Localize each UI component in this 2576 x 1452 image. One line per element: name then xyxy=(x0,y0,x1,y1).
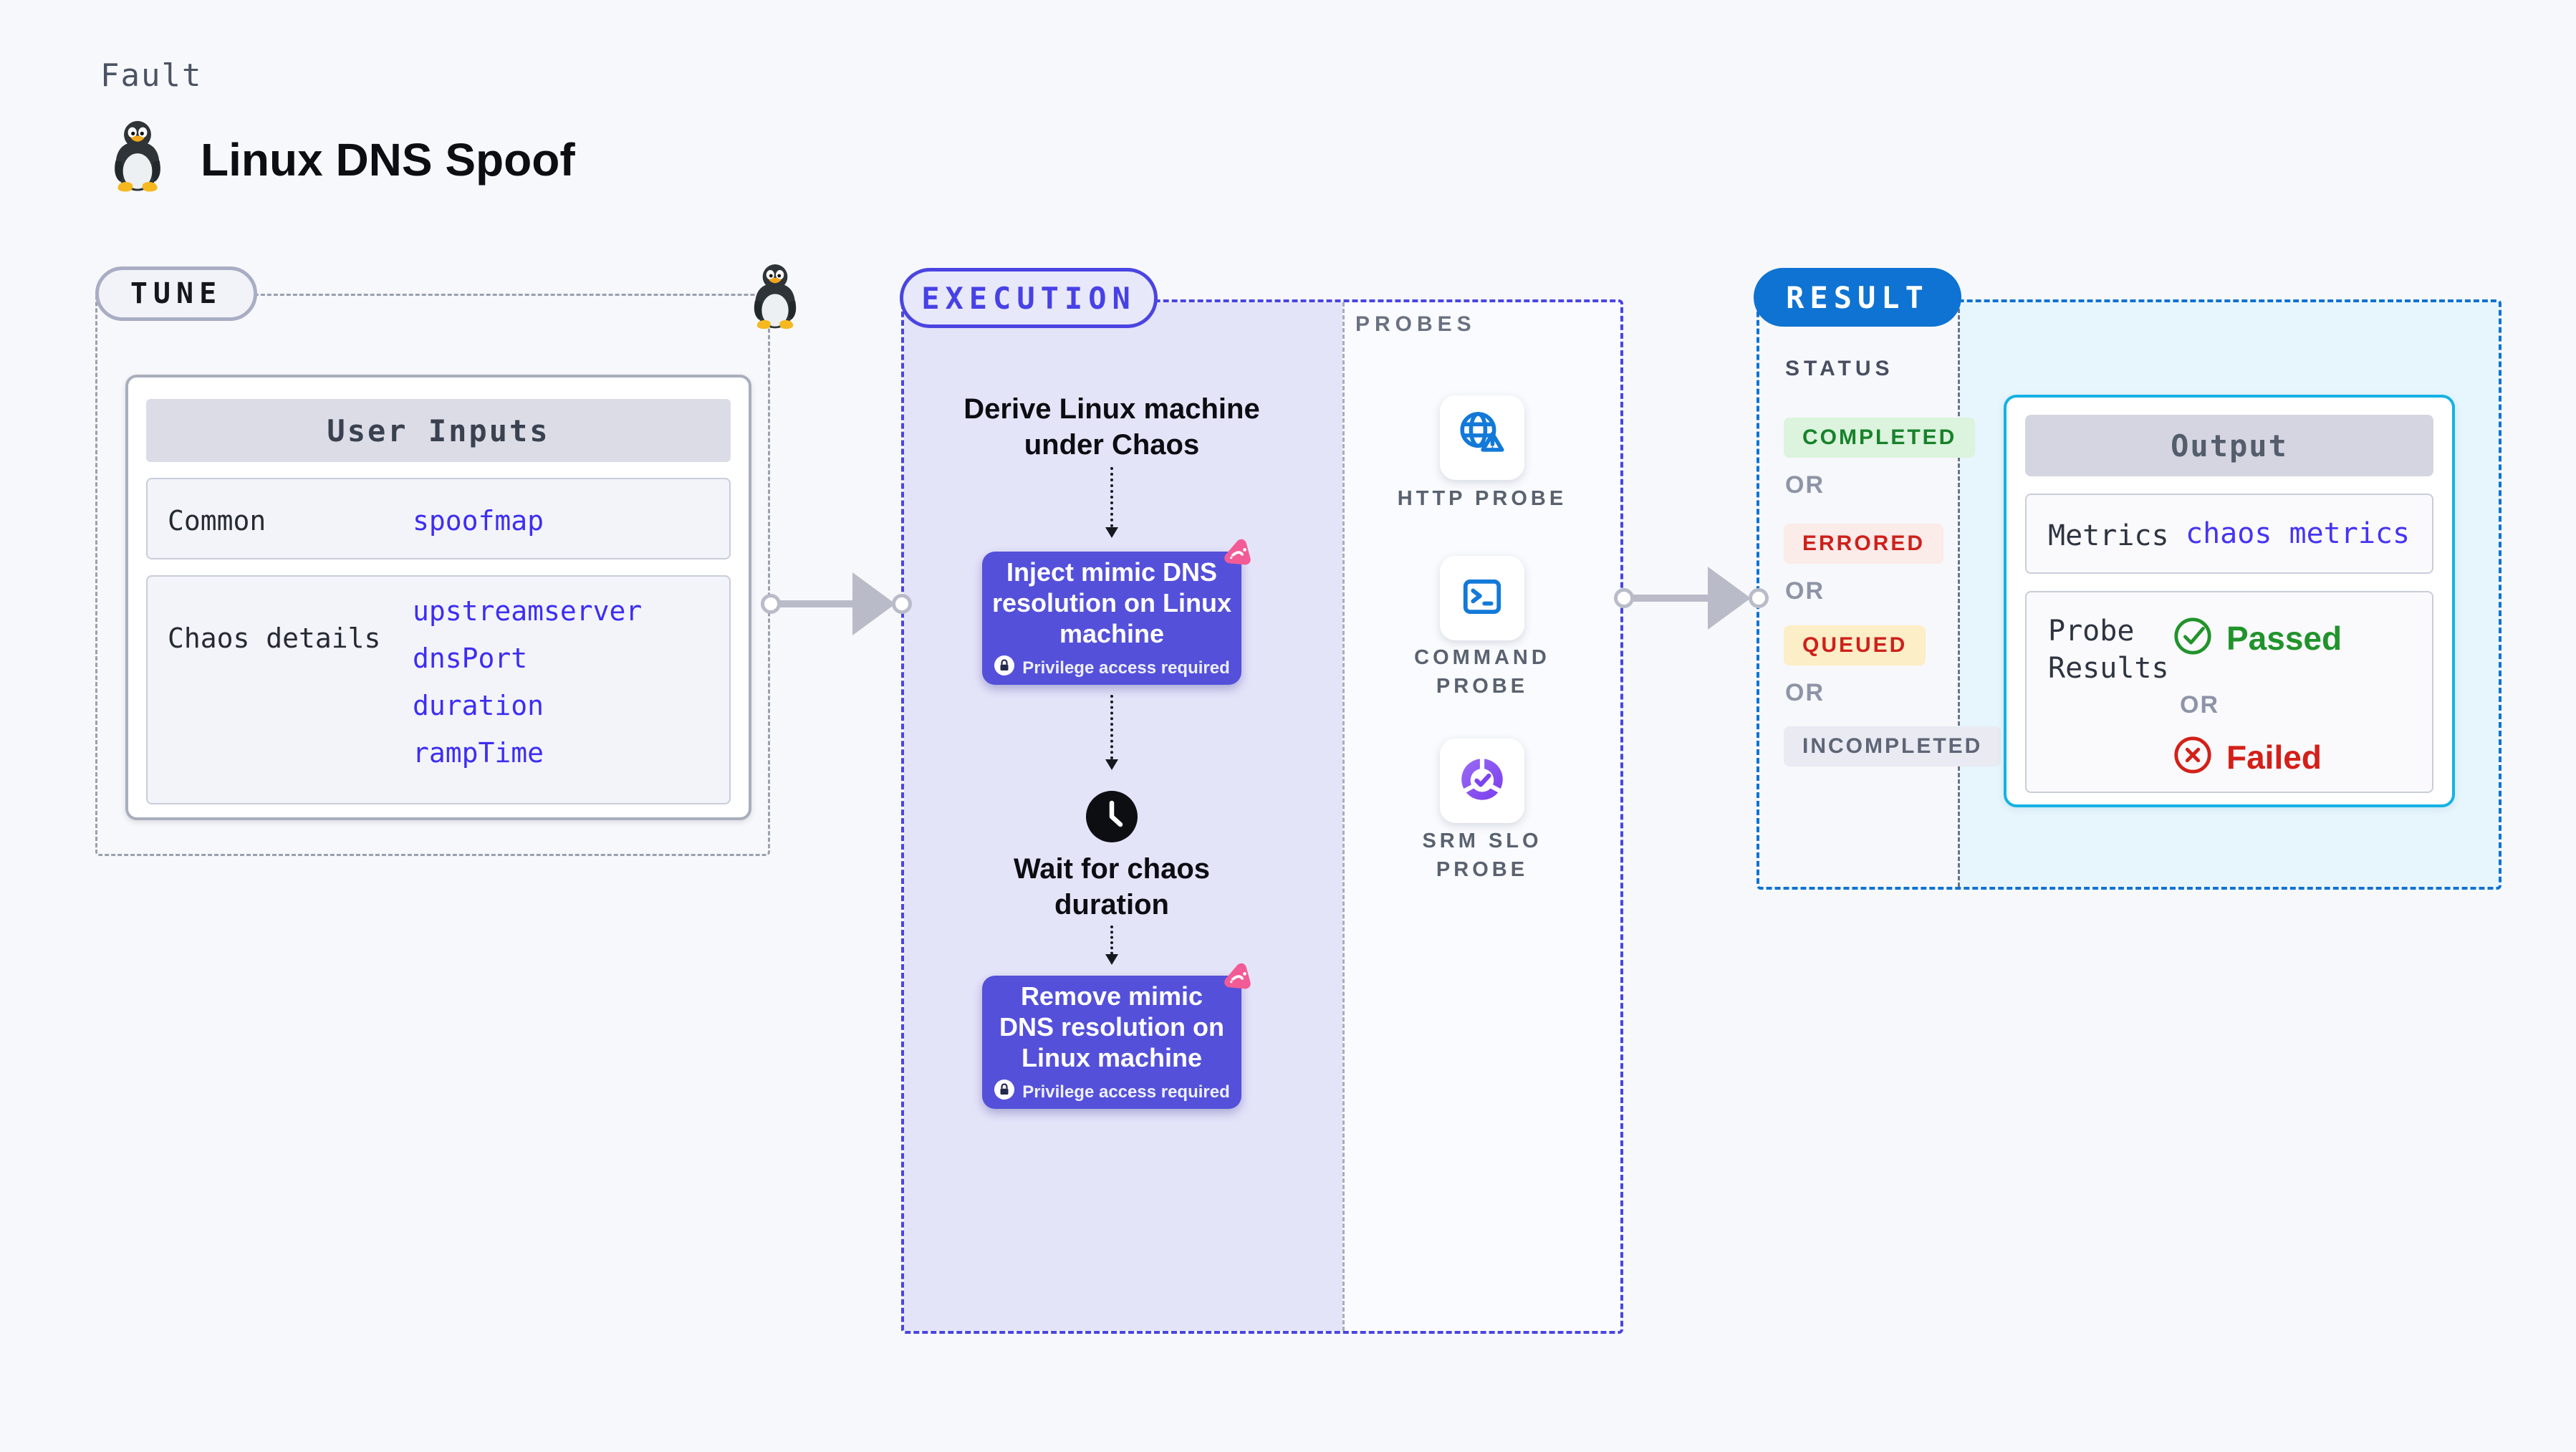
fault-kind-label: Fault xyxy=(100,57,203,94)
or-label: OR xyxy=(2180,691,2219,718)
result-section-badge: RESULT xyxy=(1754,268,1961,327)
arrow-head xyxy=(1708,567,1751,630)
privilege-note: Privilege access required xyxy=(994,1079,1230,1105)
status-heading: STATUS xyxy=(1785,357,1894,380)
arrow-end-dot xyxy=(892,594,912,614)
probe-results-label: Probe Results xyxy=(2048,615,2169,685)
or-label: OR xyxy=(1785,577,1825,605)
privilege-note: Privilege access required xyxy=(994,655,1230,681)
wait-step-label: Wait for chaos duration xyxy=(1013,853,1211,920)
output-title: Output xyxy=(2025,415,2433,476)
input-value: spoofmap xyxy=(413,505,544,537)
litmus-chaos-icon xyxy=(1218,957,1259,1002)
probe-card-http xyxy=(1440,395,1524,480)
remove-chaos-node: Remove mimic DNS resolution on Linux mac… xyxy=(982,976,1241,1109)
input-value: duration xyxy=(413,690,544,721)
input-row-chaos-details: Chaos details upstreamserver dnsPort dur… xyxy=(146,575,731,804)
x-circle-icon xyxy=(2172,734,2214,779)
litmus-chaos-icon xyxy=(1218,533,1259,578)
probe-card-srm-slo xyxy=(1440,739,1524,823)
input-row-label: Common xyxy=(168,505,266,537)
probe-label-command: COMMAND PROBE xyxy=(1414,646,1550,698)
status-badge-completed: COMPLETED xyxy=(1784,418,1976,458)
arrow-end-dot xyxy=(1749,588,1769,608)
check-circle-icon xyxy=(2172,615,2214,660)
user-inputs-card: User Inputs Common spoofmap Chaos detail… xyxy=(125,375,751,820)
globe-alert-icon xyxy=(1453,408,1511,468)
privilege-note-text: Privilege access required xyxy=(1022,658,1230,678)
derive-step-label: Derive Linux machine under Chaos xyxy=(963,393,1260,461)
lock-icon xyxy=(994,655,1015,681)
status-badge-incompleted: INCOMPLETED xyxy=(1784,726,2001,766)
probe-card-command xyxy=(1440,556,1524,640)
user-inputs-title: User Inputs xyxy=(146,399,731,462)
clock-icon xyxy=(1085,789,1139,847)
probe-label-srm-slo: SRM SLO PROBE xyxy=(1422,830,1542,881)
input-row-label: Chaos details xyxy=(168,622,381,654)
input-value: rampTime xyxy=(413,737,544,769)
execution-section-frame xyxy=(901,299,1623,1334)
passed-label: Passed xyxy=(2226,619,2342,657)
probes-heading: PROBES xyxy=(1355,312,1476,336)
tune-section-badge: TUNE xyxy=(95,266,257,321)
tux-penguin-icon xyxy=(106,119,169,196)
flow-arrow-down xyxy=(1105,925,1118,965)
privilege-note-text: Privilege access required xyxy=(1022,1082,1230,1102)
probe-label-http: HTTP PROBE xyxy=(1397,487,1567,510)
slo-donut-check-icon xyxy=(1453,751,1511,812)
input-value: dnsPort xyxy=(413,643,528,674)
probe-result-passed: Passed xyxy=(2172,615,2342,660)
arrow-head xyxy=(852,572,895,635)
status-badge-errored: ERRORED xyxy=(1784,524,1944,564)
tune-section-frame xyxy=(95,294,770,856)
arrow-line xyxy=(1626,595,1711,602)
status-badge-queued: QUEUED xyxy=(1784,625,1926,665)
flow-arrow-down xyxy=(1105,695,1118,770)
output-card: Output Metrics chaos metrics Probe Resul… xyxy=(2004,395,2455,807)
or-label: OR xyxy=(1785,471,1825,499)
metrics-value: chaos metrics xyxy=(2186,517,2411,550)
input-value: upstreamserver xyxy=(413,595,643,627)
failed-label: Failed xyxy=(2226,738,2322,776)
output-metrics-row: Metrics chaos metrics xyxy=(2025,494,2433,574)
or-label: OR xyxy=(1785,679,1825,706)
tux-penguin-icon xyxy=(746,262,804,333)
inject-node-label: Inject mimic DNS resolution on Linux mac… xyxy=(992,557,1231,648)
remove-node-label: Remove mimic DNS resolution on Linux mac… xyxy=(999,981,1224,1072)
metrics-label: Metrics xyxy=(2048,519,2169,552)
terminal-icon xyxy=(1455,569,1509,628)
page-title: Linux DNS Spoof xyxy=(201,134,575,186)
inject-chaos-node: Inject mimic DNS resolution on Linux mac… xyxy=(982,552,1241,685)
lock-icon xyxy=(994,1079,1015,1105)
input-row-common: Common spoofmap xyxy=(146,478,731,559)
arrow-start-dot xyxy=(761,594,781,614)
arrow-line xyxy=(772,600,855,607)
output-probe-results-row: Probe Results Passed OR Failed xyxy=(2025,591,2433,793)
flow-arrow-down xyxy=(1105,467,1118,538)
arrow-start-dot xyxy=(1614,588,1634,608)
execution-section-badge: EXECUTION xyxy=(900,268,1158,328)
probe-result-failed: Failed xyxy=(2172,734,2322,779)
